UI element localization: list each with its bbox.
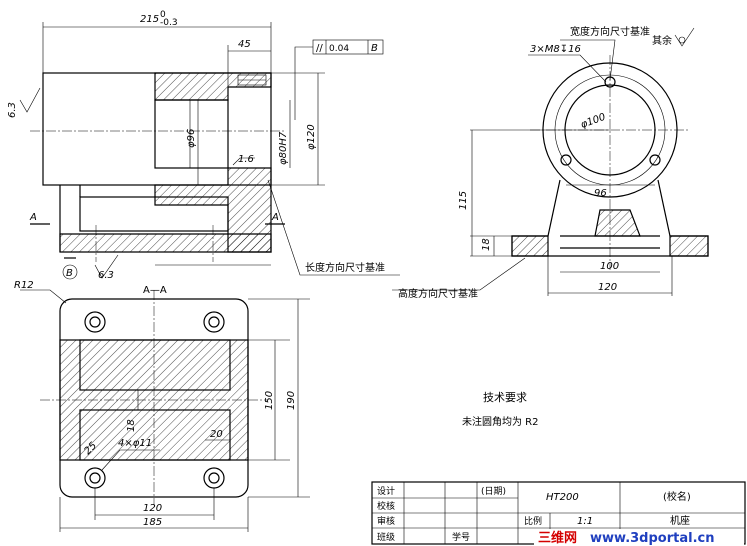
side-dim-100-text: 100 (600, 261, 619, 272)
tech-title: 技术要求 (483, 391, 527, 404)
roughness-63-left: 6.3 (7, 102, 18, 118)
tech-note: 未注圆角均为 R2 (462, 415, 539, 428)
dim-depth-45: 45 (238, 39, 251, 50)
height-datum-leader (392, 257, 526, 291)
dim-dia-120: φ120 (306, 124, 317, 150)
roughness-bottom-symbol (94, 254, 119, 279)
datum-b-circle (62, 264, 78, 280)
front-upper-wall-section (154, 72, 272, 101)
section-cavity-bottom (79, 409, 231, 461)
roughness-16-leader (232, 157, 255, 166)
dim-dia-80h7: φ80H7 (278, 131, 289, 165)
tol-value: 0.04 (329, 44, 349, 54)
tb-class: 班级 (377, 531, 395, 543)
tb-school: (校名) (663, 490, 691, 503)
side-dim-120-text: 120 (598, 282, 617, 293)
roughness-63-bottom: 6.3 (98, 270, 114, 281)
side-dim-115-text: 115 (458, 191, 469, 210)
datum-b-label: B (66, 268, 73, 279)
hole-top-right (203, 311, 225, 333)
hole-top-right-inner (208, 316, 220, 328)
side-rib (594, 209, 641, 237)
rest-roughness-symbol (674, 27, 695, 47)
hole-bottom-left (84, 467, 106, 489)
hole-bottom-left-inner (89, 472, 101, 484)
front-bore (154, 99, 229, 169)
thread-leader (528, 54, 607, 83)
tb-part-name: 机座 (670, 514, 690, 527)
tb-scale-label: 比例 (524, 515, 542, 527)
length-datum-leader (267, 179, 400, 276)
side-dim-96-text: 96 (594, 188, 607, 199)
front-view (19, 22, 400, 280)
front-base-cavity (79, 196, 229, 232)
tol-datum: B (371, 43, 378, 54)
hole-top-left-inner (89, 316, 101, 328)
section-cavity-top (79, 339, 231, 391)
tb-material: HT200 (546, 492, 579, 503)
sec-dim-190-text: 190 (286, 391, 297, 410)
side-thread-hole-left (560, 154, 572, 166)
tb-review: 审核 (377, 515, 395, 527)
watermark-cn: 三维网 (538, 530, 577, 546)
tb-student-no: 学号 (452, 531, 470, 543)
hole-top-left (84, 311, 106, 333)
roughness-16: 1.6 (238, 154, 254, 165)
tb-check: 校核 (377, 500, 395, 512)
holes-spec: 4×φ11 (118, 438, 152, 449)
side-view (392, 27, 709, 296)
tol-symbol: // (316, 43, 323, 54)
rest-roughness-label: 其余 (652, 34, 672, 47)
tb-date: (日期) (481, 486, 506, 497)
tolerance-leader (294, 46, 313, 120)
side-foot-right (669, 235, 709, 257)
section-view (20, 289, 310, 532)
tb-design: 设计 (377, 485, 395, 497)
tb-scale-value: 1:1 (577, 516, 593, 527)
dim-overall-length: 215 (140, 14, 159, 25)
thread-spec: 3×M8↧16 (530, 44, 581, 55)
watermark-url: www.3dportal.cn (590, 531, 714, 546)
dim-tol-lower: -0.3 (160, 18, 178, 28)
width-datum-leader (560, 39, 616, 81)
side-foot-left (511, 235, 549, 257)
hole-bottom-right (203, 467, 225, 489)
section-label-a-left: A (29, 212, 37, 223)
height-datum-label: 高度方向尺寸基准 (398, 287, 478, 300)
section-label-a-right: A (271, 212, 279, 223)
rest-roughness-circle (678, 36, 686, 44)
side-dim-circle-100: φ100 (579, 112, 607, 131)
length-datum-label: 长度方向尺寸基准 (305, 261, 385, 274)
sec-dim-150-text: 150 (264, 391, 275, 410)
holes-leader (101, 449, 160, 471)
dim-dia-96: φ96 (186, 129, 197, 148)
sec-dim-120-text: 120 (143, 503, 162, 514)
r12-leader (20, 289, 67, 304)
sec-dim-185-text: 185 (143, 517, 162, 528)
side-dim-18-text: 18 (481, 238, 492, 251)
hole-bottom-right-inner (208, 472, 220, 484)
section-title: A—A (143, 285, 167, 296)
width-datum-label: 宽度方向尺寸基准 (570, 25, 650, 38)
watermark-bg (534, 529, 744, 545)
sec-dim-18-text: 18 (126, 419, 137, 432)
side-thread-hole-right (649, 154, 661, 166)
front-base-plate-section (59, 233, 272, 253)
sec-dim-20-text: 20 (210, 429, 223, 440)
r12-label: R12 (14, 280, 34, 291)
roughness-left-symbol (19, 87, 41, 113)
front-lower-wall-section (154, 167, 272, 253)
dim-tol-upper: 0 (160, 10, 166, 20)
